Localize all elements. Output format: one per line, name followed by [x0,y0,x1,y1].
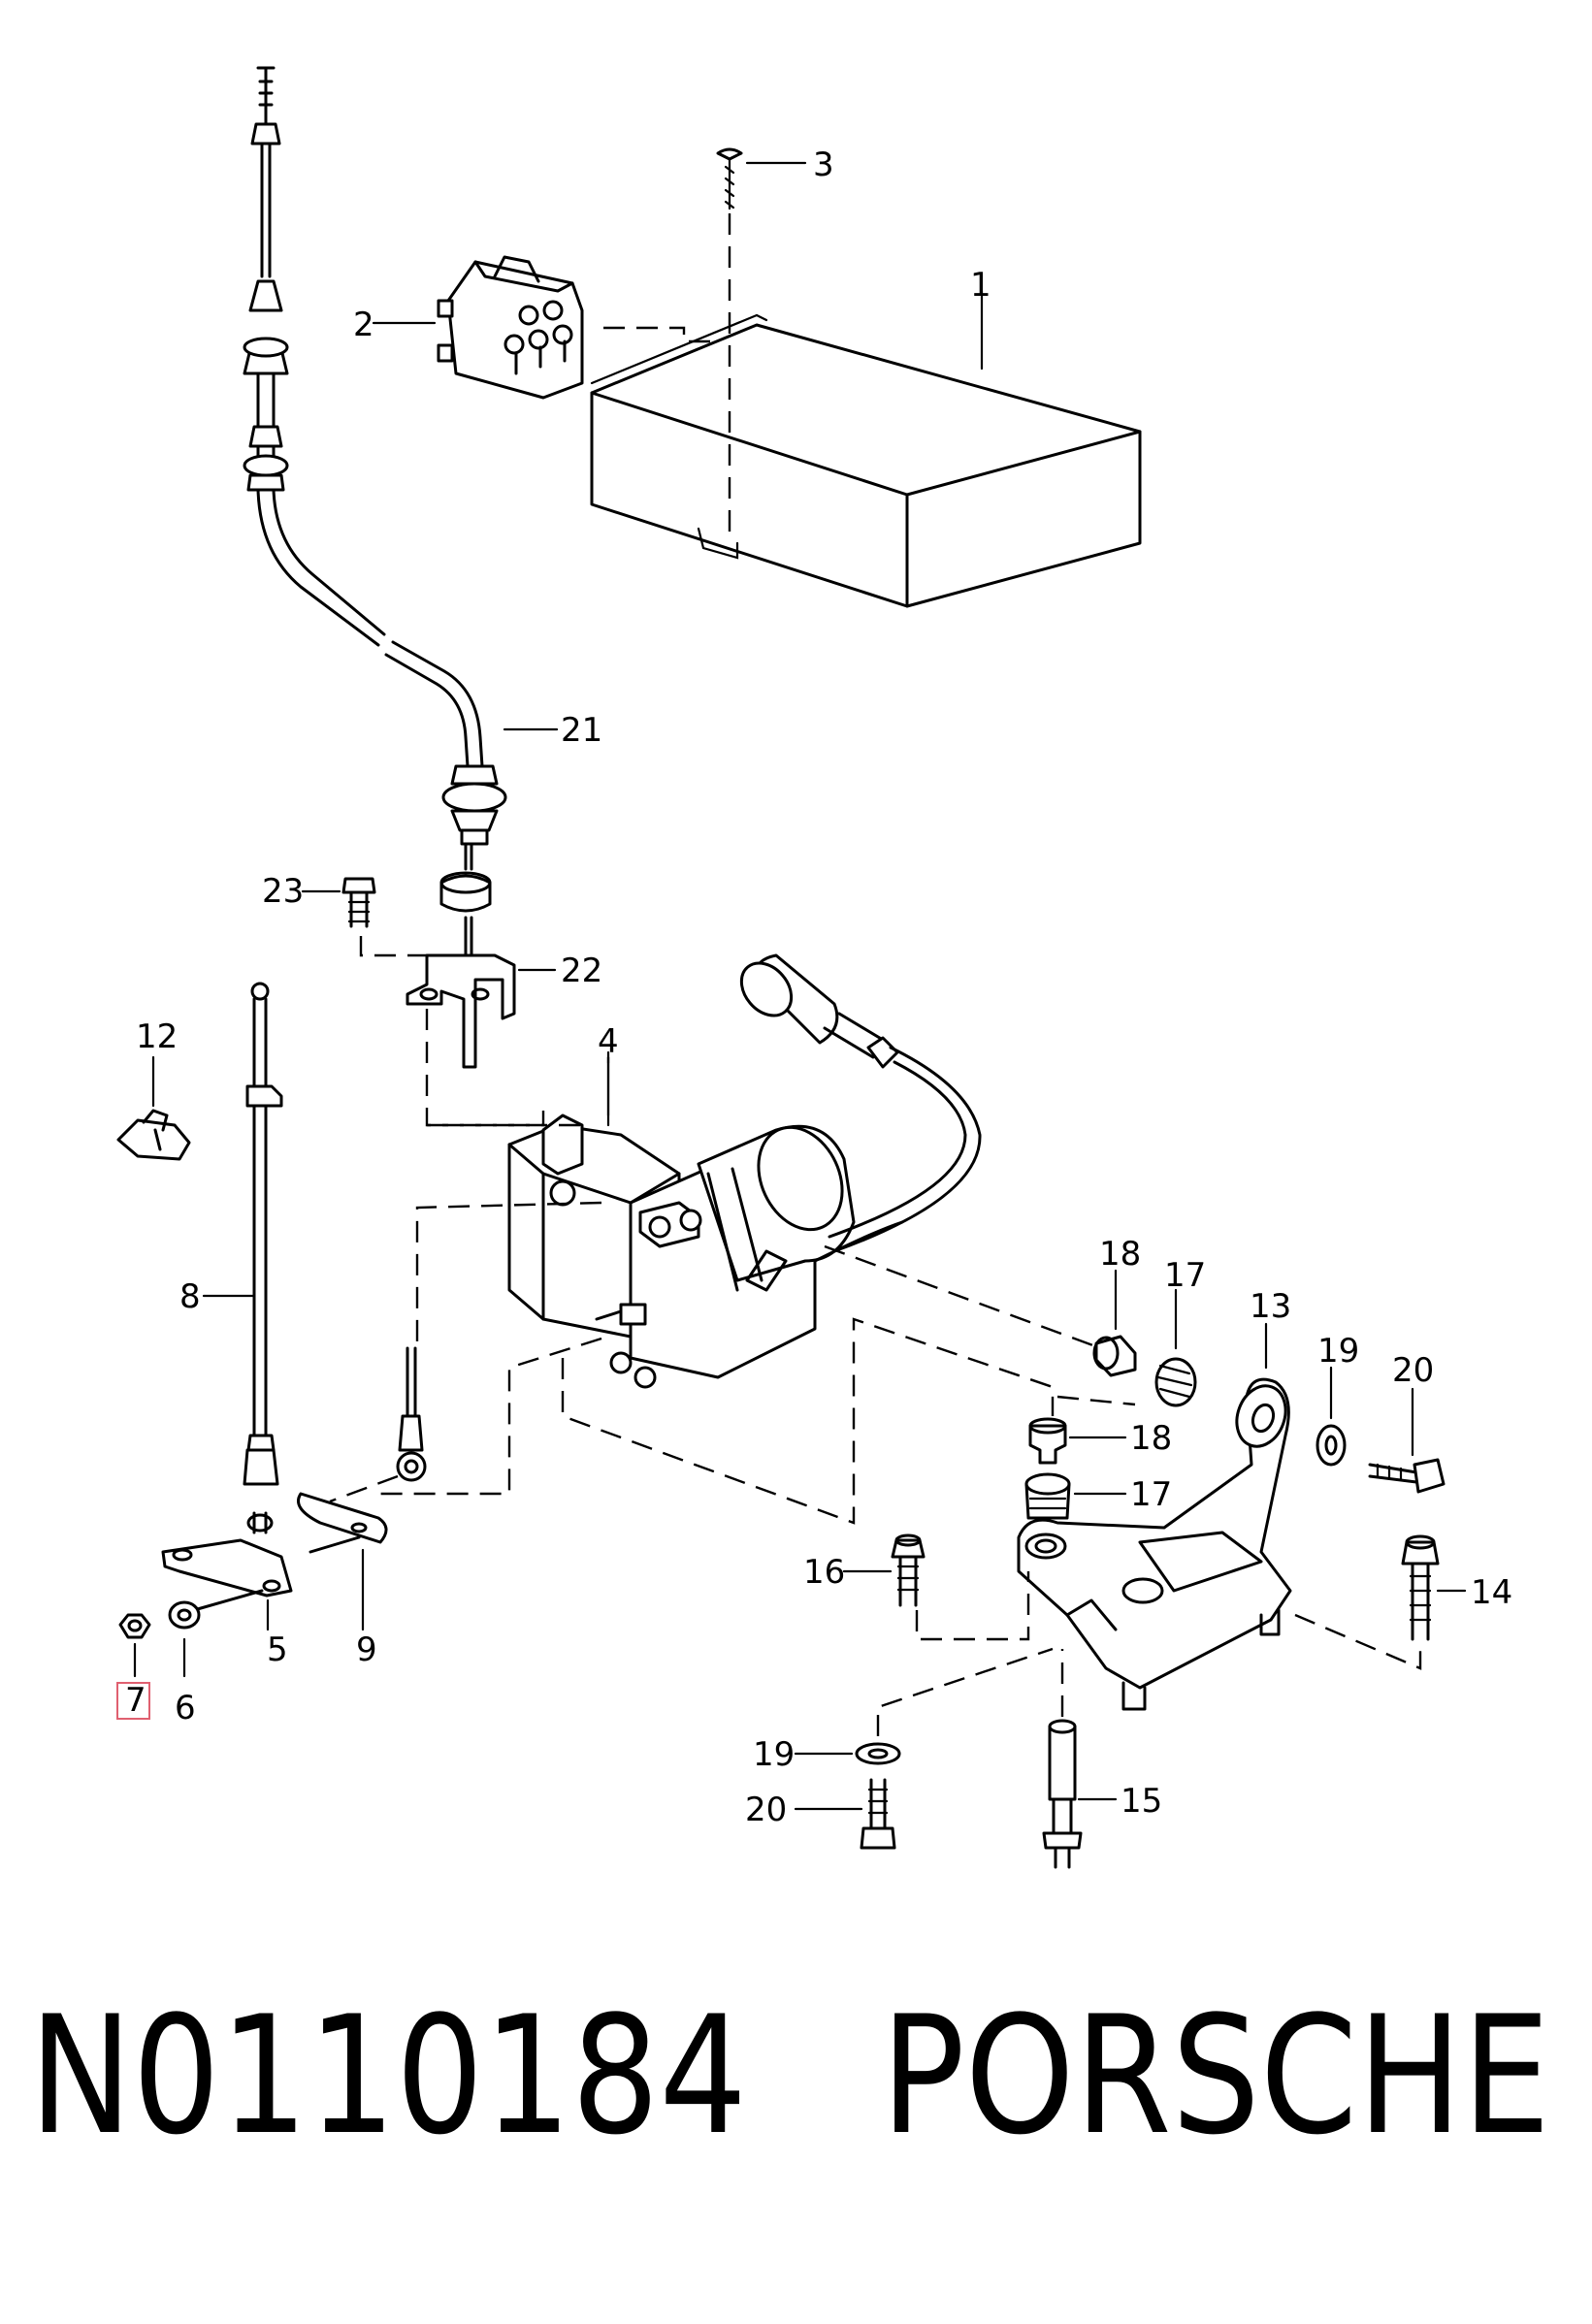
callout-1: 1 [970,266,991,305]
bolt-part-15 [1042,1649,1118,1869]
callout-15: 15 [1121,1782,1162,1821]
actuator-part-4 [507,1050,904,1389]
bolt-part-20-lower [794,1778,896,1850]
callout-5: 5 [267,1630,288,1669]
callout-20-lower: 20 [745,1791,787,1829]
callout-12: 12 [136,1017,178,1056]
callout-14: 14 [1471,1573,1512,1612]
callout-16: 16 [803,1553,845,1592]
callout-3: 3 [813,145,834,184]
callout-9: 9 [356,1630,377,1669]
lever-part-5 [161,1511,293,1631]
callout-20-upper: 20 [1392,1351,1434,1390]
callout-19-lower: 19 [753,1735,795,1774]
callout-4: 4 [598,1022,619,1061]
callout-17-lower: 17 [1130,1475,1172,1514]
bracket-part-13 [1017,1322,1292,1711]
rod-part-8 [202,982,283,1486]
callout-2: 2 [353,306,374,344]
control-unit-part-1 [590,313,1142,608]
callout-labels: 1 2 3 4 5 6 7 8 9 12 13 14 15 16 17 17 1… [116,145,1512,1829]
grommet-part-17-lower [1024,1472,1127,1520]
washer-part-19-upper [1316,1366,1347,1467]
callout-23: 23 [262,872,304,911]
bolt-part-23 [301,877,429,970]
footer: N0110184 PORSCHE [29,1981,1550,2171]
cable-part-21 [243,66,559,846]
clip-part-12 [116,1055,191,1161]
callout-17-upper: 17 [1164,1256,1206,1295]
bracket-part-22 [406,842,557,1127]
link-part-9 [297,1346,427,1631]
callout-19-upper: 19 [1317,1332,1359,1371]
callout-18-upper: 18 [1099,1235,1141,1274]
sensor-cable [739,953,982,1253]
bolt-part-16 [842,1533,1030,1641]
assembly-dash-lines [374,1123,1136,1525]
grommet-part-17-upper [1154,1288,1197,1407]
bushing-part-18-upper [1092,1269,1137,1377]
brand-name: PORSCHE [881,1981,1550,2171]
part-number: N0110184 [29,1981,747,2171]
callout-7[interactable]: 7 [125,1681,146,1720]
nut-part-7 [118,1613,151,1678]
bolt-part-20-upper [1368,1387,1446,1494]
callout-21: 21 [561,711,602,750]
callout-18-lower: 18 [1130,1419,1172,1458]
screw-part-3 [716,147,807,543]
callout-22: 22 [561,952,602,990]
callout-13: 13 [1250,1287,1291,1326]
leader-lines [606,289,984,1127]
callout-6: 6 [175,1689,196,1727]
bushing-part-18-lower [1028,1417,1127,1465]
callout-7-highlight [116,1682,150,1720]
bolt-part-14 [1294,1534,1467,1670]
washer-part-19-lower [794,1647,1054,1765]
connector-part-2 [372,255,718,400]
callout-8: 8 [179,1277,201,1316]
washer-part-6 [168,1600,201,1678]
